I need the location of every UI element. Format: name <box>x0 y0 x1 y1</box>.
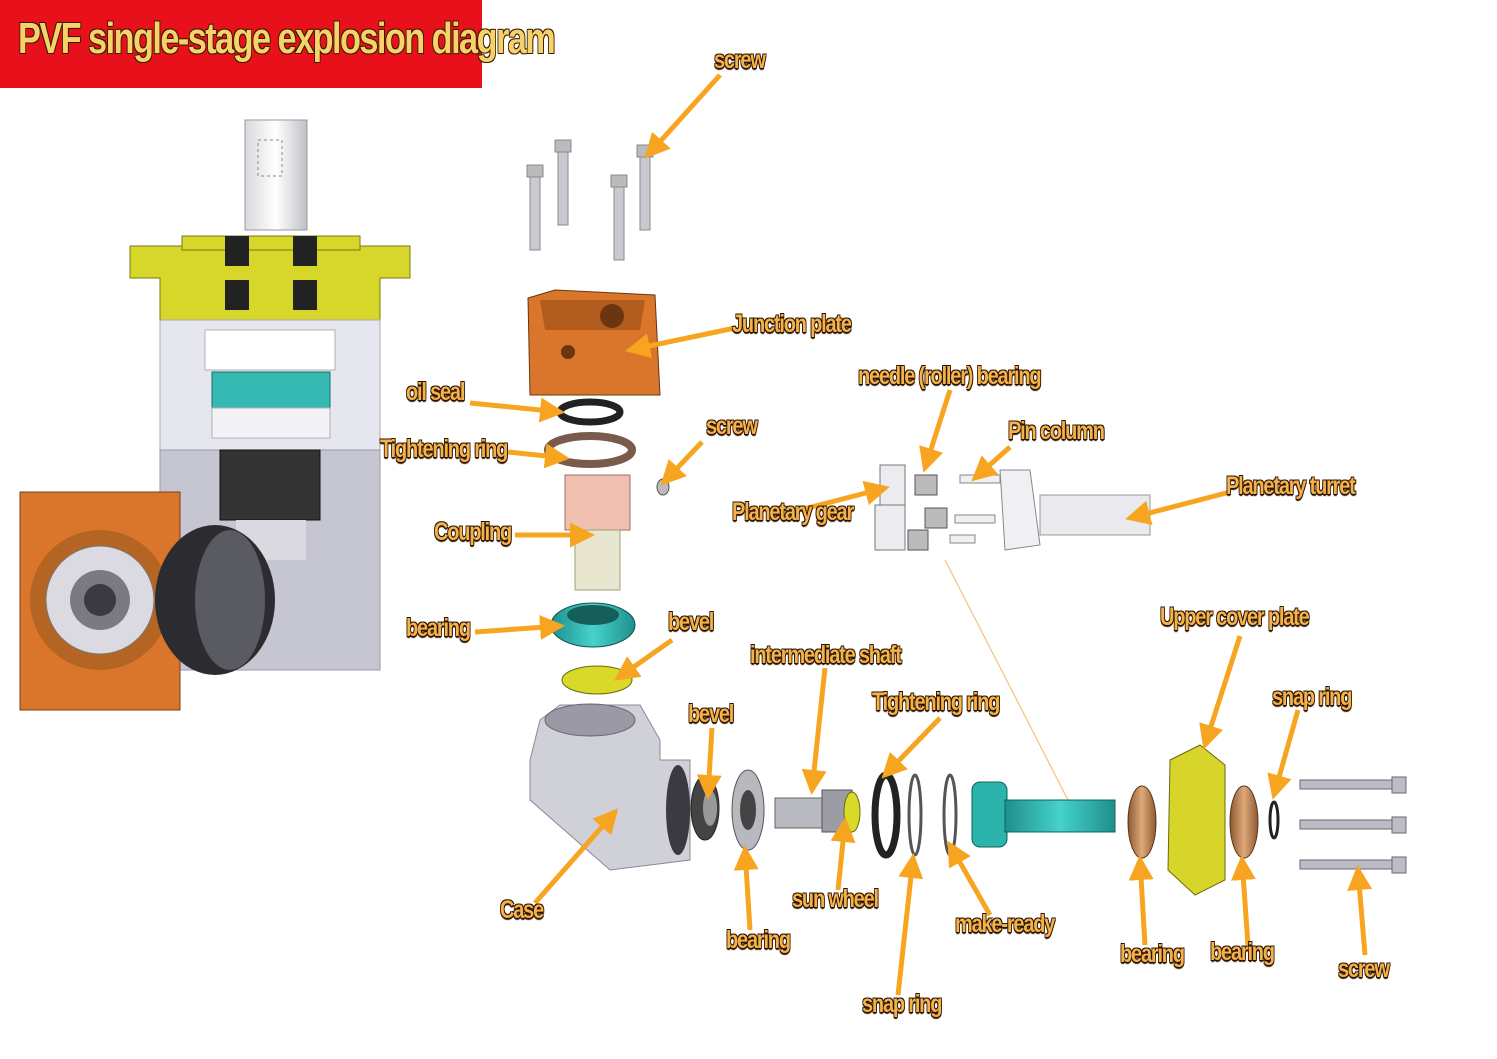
axis-guide-line <box>944 559 1069 801</box>
diagram-title: PVF single-stage explosion diagram <box>18 14 556 63</box>
horizontal-shaft-parts <box>690 744 1280 896</box>
junction-plate-part <box>527 289 661 396</box>
planetary-assembly-part <box>874 464 1151 551</box>
title-banner: PVF single-stage explosion diagram <box>0 0 556 88</box>
label-sun-wheel: sun wheel <box>792 885 879 913</box>
label-bearing-bottom: bearing <box>726 926 791 954</box>
label-bevel-top: bevel <box>668 608 714 636</box>
oil-seal-part <box>556 398 624 426</box>
label-intermediate-shaft: intermediate shaft <box>750 641 902 669</box>
label-screw-mid: screw <box>706 412 758 440</box>
label-junction-plate: Junction plate <box>732 310 852 338</box>
label-planetary-turret: Planetary turret <box>1226 472 1356 500</box>
label-bearing-right2: bearing <box>1210 938 1275 966</box>
callout-arrows <box>469 73 1373 996</box>
label-screw-right: screw <box>1338 955 1390 983</box>
label-upper-cover-plate: Upper cover plate <box>1160 603 1310 631</box>
label-screw-top: screw <box>714 46 766 74</box>
label-make-ready: make-ready <box>955 910 1055 938</box>
label-tightening-ring-right: Tightening ring <box>872 688 1000 716</box>
bearing-teal-part <box>550 602 636 648</box>
label-pin-column: Pin column <box>1008 417 1105 445</box>
assembled-gearbox-cutaway <box>19 119 411 711</box>
bevel-gear-part <box>561 665 633 695</box>
label-planetary-gear: Planetary gear <box>732 498 854 526</box>
case-part <box>529 703 691 871</box>
label-coupling: Coupling <box>434 518 512 546</box>
label-snap-ring-bottom: snap ring <box>862 990 942 1018</box>
label-tightening-ring-left: Tightening ring <box>380 435 508 463</box>
label-bearing-left: bearing <box>406 614 471 642</box>
coupling-part <box>564 474 631 591</box>
label-oil-seal: oil seal <box>406 378 465 406</box>
label-needle-bearing: needle (roller) bearing <box>858 362 1042 390</box>
right-screws <box>1299 776 1407 874</box>
label-snap-ring-right: snap ring <box>1272 683 1352 711</box>
label-case: Case <box>500 896 544 924</box>
label-bearing-right1: bearing <box>1120 940 1185 968</box>
label-bevel-mid: bevel <box>688 700 734 728</box>
top-screws <box>526 139 654 261</box>
